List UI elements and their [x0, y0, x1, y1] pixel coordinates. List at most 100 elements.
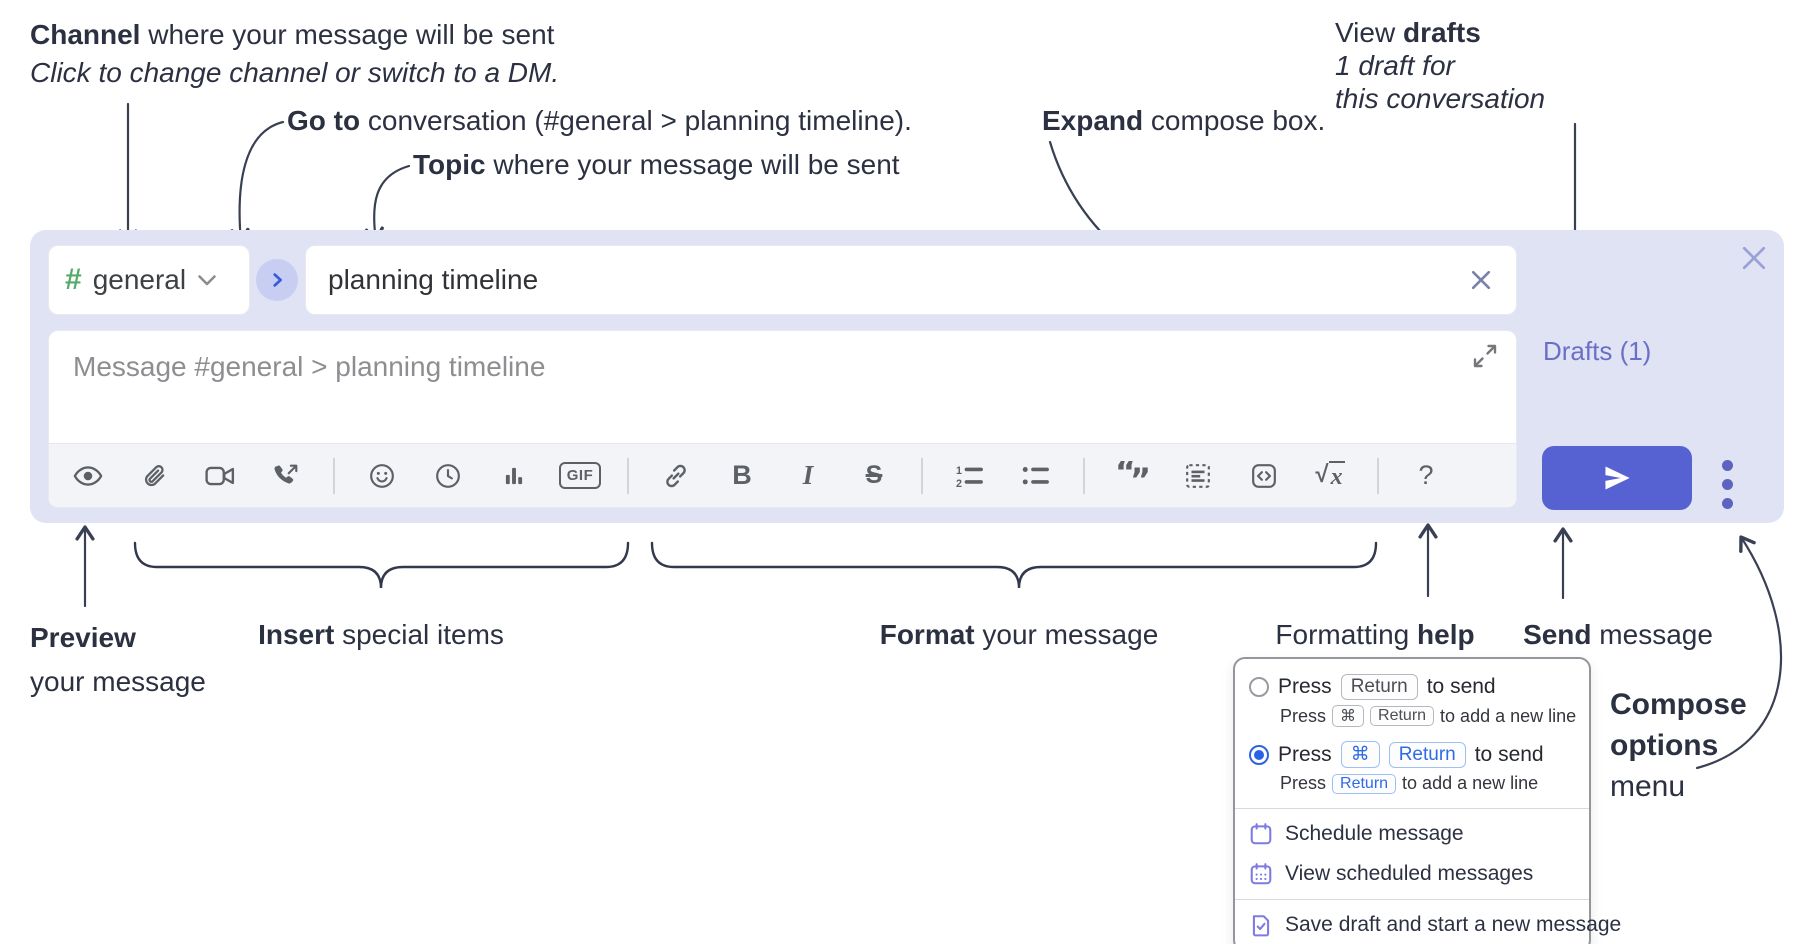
send-option-cmd-return-hint: Press Return to add a new line: [1280, 773, 1539, 794]
dots-icon: [1722, 460, 1733, 471]
video-button[interactable]: [187, 453, 253, 499]
send-annotation: Send message: [1523, 619, 1713, 650]
close-icon: [1471, 270, 1491, 290]
toolbar-divider: [1083, 457, 1085, 494]
channel-annotation-bold: Channel: [30, 19, 141, 50]
call-button[interactable]: [253, 453, 319, 499]
send-option-cmd-return[interactable]: Press ⌘ Return to send: [1235, 736, 1589, 770]
smiley-icon: [370, 463, 394, 488]
channel-name: general: [92, 264, 187, 295]
send-icon: [1605, 466, 1630, 490]
preview-annotation: Preview your message: [30, 622, 206, 697]
goto-annotation: Go to conversation (#general > planning …: [287, 105, 912, 136]
close-icon: [1742, 246, 1766, 270]
strikethrough-button[interactable]: S: [841, 453, 907, 499]
send-button[interactable]: [1542, 446, 1692, 510]
sqrt-icon: √x: [1315, 460, 1345, 490]
chevron-right-icon: [273, 273, 282, 287]
topic-input[interactable]: planning timeline: [305, 245, 1517, 315]
compose-options-menu: Press Return to send Press ⌘ Return to a…: [1233, 657, 1621, 944]
channel-selector[interactable]: # general: [48, 245, 250, 315]
chevron-down-icon: [198, 274, 216, 285]
toolbar-divider: [627, 457, 629, 494]
calendar-list-icon: [1250, 863, 1272, 885]
toolbar-divider: [1377, 457, 1379, 494]
bulleted-list-button[interactable]: [1003, 453, 1069, 499]
quote-button[interactable]: “”: [1099, 453, 1165, 499]
close-compose-button[interactable]: [1739, 243, 1769, 273]
send-option-return[interactable]: Press Return to send: [1235, 669, 1589, 702]
expand-button[interactable]: [1472, 343, 1498, 369]
italic-button[interactable]: I: [775, 453, 841, 499]
formatting-help-button[interactable]: ?: [1393, 453, 1459, 499]
gif-button[interactable]: GIF: [547, 453, 613, 499]
poll-button[interactable]: [481, 453, 547, 499]
insert-brace: [133, 541, 630, 589]
phone-forward-icon: [274, 464, 298, 483]
strikethrough-label: S: [865, 461, 883, 489]
message-area: Message #general > planning timeline: [48, 330, 1517, 508]
bar-chart-icon: [505, 467, 523, 484]
italic-label: I: [802, 460, 814, 490]
topic-clear-button[interactable]: [1468, 267, 1494, 293]
channel-annotation: Channel where your message will be sent …: [30, 19, 560, 88]
video-camera-icon: [205, 466, 235, 485]
snippet-button[interactable]: [1165, 453, 1231, 499]
formula-button[interactable]: √x: [1297, 453, 1363, 499]
svg-text:1: 1: [956, 464, 962, 476]
link-button[interactable]: [643, 453, 709, 499]
cmd-keycap: ⌘: [1332, 705, 1365, 727]
help-annotation: Formatting help: [1275, 619, 1475, 650]
channel-hash-icon: #: [65, 263, 82, 296]
send-option-return-hint: Press ⌘ Return to add a new line: [1280, 705, 1577, 727]
drafts-annotation: View drafts 1 draft for this conversatio…: [1335, 17, 1546, 114]
code-icon: [1252, 463, 1276, 488]
emoji-button[interactable]: [349, 453, 415, 499]
paperclip-icon: [144, 464, 165, 486]
svg-text:“: “: [1115, 461, 1136, 491]
expand-annotation: Expand compose box.: [1042, 105, 1326, 136]
clock-button[interactable]: [415, 453, 481, 499]
goto-arrow: [230, 120, 285, 244]
drafts-link[interactable]: Drafts (1): [1543, 336, 1652, 366]
bulleted-list-icon: [1022, 466, 1049, 484]
save-draft-item[interactable]: Save draft and start a new message: [1235, 905, 1621, 944]
cmd-keycap: ⌘: [1340, 741, 1380, 768]
gif-badge: GIF: [558, 462, 602, 489]
return-keycap: Return: [1388, 741, 1466, 768]
help-label: ?: [1418, 460, 1434, 490]
insert-annotation: Insert special items: [258, 619, 504, 650]
svg-text:2: 2: [956, 477, 962, 487]
bold-label: B: [732, 460, 752, 490]
svg-text:”: ”: [1130, 461, 1149, 491]
attach-button[interactable]: [121, 453, 187, 499]
menu-divider: [1235, 899, 1589, 900]
compose-options-button[interactable]: [1722, 460, 1733, 509]
return-keycap: Return: [1370, 706, 1435, 726]
goto-conversation-button[interactable]: [256, 259, 298, 301]
radio-selected-icon[interactable]: [1249, 744, 1269, 765]
draft-document-icon: [1252, 915, 1270, 937]
view-scheduled-item[interactable]: View scheduled messages: [1235, 854, 1589, 894]
code-button[interactable]: [1231, 453, 1297, 499]
link-icon: [666, 464, 686, 487]
calendar-icon: [1250, 823, 1272, 845]
clock-icon: [436, 463, 460, 488]
preview-button[interactable]: [55, 453, 121, 499]
radio-unselected-icon[interactable]: [1249, 677, 1269, 697]
compose-menu-annotation: Compose options menu: [1610, 688, 1747, 803]
format-annotation: Format your message: [879, 619, 1159, 650]
return-keycap: Return: [1340, 674, 1418, 700]
bold-button[interactable]: B: [709, 453, 775, 499]
toolbar-divider: [921, 457, 923, 494]
expand-icon: [1473, 344, 1497, 368]
compose-box: # general planning timeline Message #gen…: [30, 230, 1784, 523]
eye-icon: [73, 465, 103, 486]
quote-icon: “”: [1115, 461, 1149, 491]
message-input[interactable]: Message #general > planning timeline: [73, 351, 546, 382]
schedule-message-item[interactable]: Schedule message: [1235, 814, 1589, 854]
topic-annotation: Topic where your message will be sent: [413, 149, 900, 180]
